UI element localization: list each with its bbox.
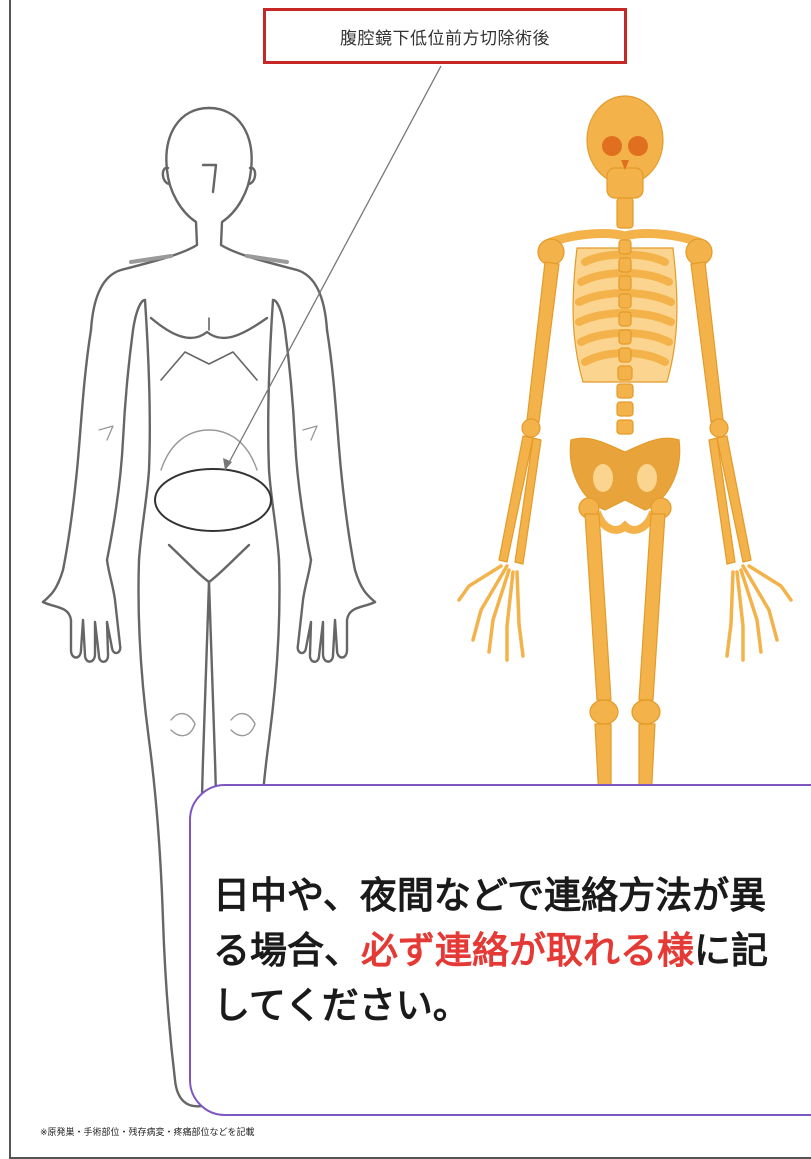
surgical-site-ellipse (155, 469, 271, 531)
notice-highlight-text: 必ず連絡が取れる様 (361, 929, 694, 972)
callout-leader-line (225, 66, 441, 470)
notice-line-3: してください。 (213, 978, 811, 1033)
document-page: 腹腔鏡下低位前方切除術後 日中や、夜間などで連絡方法が異 る場合、必ず連絡が取れ… (9, 0, 811, 1159)
notice-line-2-prefix: る場合、 (213, 929, 361, 972)
notice-line-2-suffix: に記 (694, 929, 768, 972)
footnote-text: ※原発巣・手術部位・残存病変・疼痛部位などを記載 (40, 1125, 255, 1138)
notice-line-1: 日中や、夜間などで連絡方法が異 (213, 868, 811, 923)
skeleton-figure (459, 96, 791, 800)
contact-notice-box: 日中や、夜間などで連絡方法が異 る場合、必ず連絡が取れる様に記 してください。 (189, 784, 811, 1116)
contact-notice-text: 日中や、夜間などで連絡方法が異 る場合、必ず連絡が取れる様に記 してください。 (213, 868, 811, 1033)
surgery-callout-text: 腹腔鏡下低位前方切除術後 (340, 24, 550, 49)
surgery-callout-label: 腹腔鏡下低位前方切除術後 (263, 8, 627, 64)
notice-line-2: る場合、必ず連絡が取れる様に記 (213, 923, 811, 978)
